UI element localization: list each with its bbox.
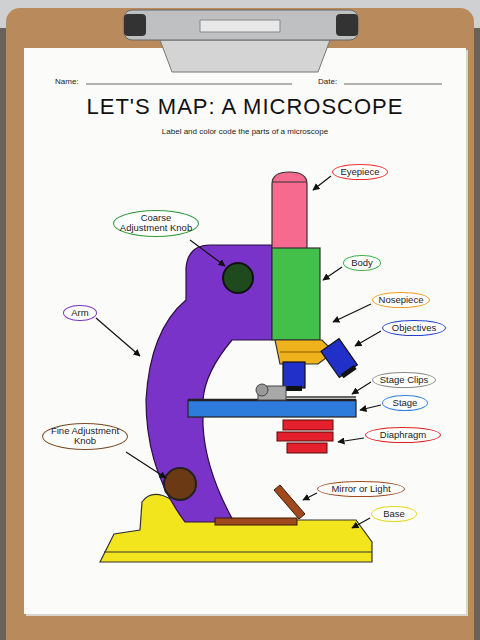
form-field-label: Date: <box>318 77 337 86</box>
leader-line <box>355 331 381 346</box>
leader-line <box>338 438 364 442</box>
part-name: Stage Clips <box>377 375 431 385</box>
eyepiece-rim <box>272 182 307 183</box>
objective-tip <box>341 365 357 378</box>
leader-line <box>352 518 370 528</box>
clip-plate <box>160 40 330 72</box>
stage-shape <box>188 400 356 417</box>
base-shape <box>100 494 372 562</box>
part-name: Base <box>376 509 412 519</box>
leader-line <box>333 304 371 322</box>
mirror-bar <box>215 518 297 525</box>
clipboard <box>6 8 474 640</box>
part-name: Diaphragm <box>370 430 436 440</box>
fine-knob-shape <box>164 468 196 500</box>
stage-clip-arm <box>286 396 356 398</box>
leader-line <box>303 493 317 500</box>
diaphragm-shape <box>277 432 333 441</box>
clip-end <box>336 14 358 36</box>
objective-group <box>321 339 359 380</box>
part-label-oval: Coarse Adjustment Knob <box>113 210 199 237</box>
leader-line <box>360 405 381 410</box>
diaphragm-shape <box>283 420 333 430</box>
part-name: Stage <box>387 398 423 408</box>
body-shape <box>272 248 320 340</box>
leader-lines <box>96 176 381 528</box>
part-name: Eyepiece <box>337 167 383 177</box>
leader-line <box>323 267 342 280</box>
name-line <box>86 84 292 85</box>
base-edge <box>104 552 372 553</box>
instruction-caption: Label and color code the parts of a micr… <box>24 127 466 136</box>
clip-bar <box>124 10 358 40</box>
date-line <box>344 84 442 85</box>
arm-shape <box>146 245 272 522</box>
part-label-oval: Fine Adjustment Knob <box>42 423 128 450</box>
leader-line <box>352 382 371 394</box>
leader-line <box>190 240 225 266</box>
stage-clip-screw <box>256 384 268 396</box>
coarse-knob-shape <box>223 263 253 293</box>
form-field-label: Name: <box>55 77 79 86</box>
paper <box>24 48 466 614</box>
mirror-shape <box>274 485 305 519</box>
part-name: Nosepiece <box>377 295 425 305</box>
clip-end <box>124 14 146 36</box>
clip-lever <box>200 20 280 32</box>
objective-shape <box>321 339 357 378</box>
leader-line <box>313 176 331 190</box>
part-name: Objectives <box>387 323 441 333</box>
diaphragm-shape <box>287 443 327 453</box>
nosepiece-line <box>280 352 326 353</box>
objective-tip <box>286 386 302 391</box>
worksheet-title: LET'S MAP: A MICROSCOPE <box>24 94 466 120</box>
leader-line <box>126 452 166 478</box>
leader-line <box>96 318 140 356</box>
part-name: Coarse Adjustment Knob <box>118 213 194 234</box>
part-name: Arm <box>68 308 92 318</box>
part-name: Fine Adjustment Knob <box>47 426 123 447</box>
part-name: Body <box>348 258 376 268</box>
objective-shape <box>283 362 305 388</box>
eyepiece-shape <box>272 172 307 250</box>
part-name: Mirror or Light <box>322 484 400 494</box>
